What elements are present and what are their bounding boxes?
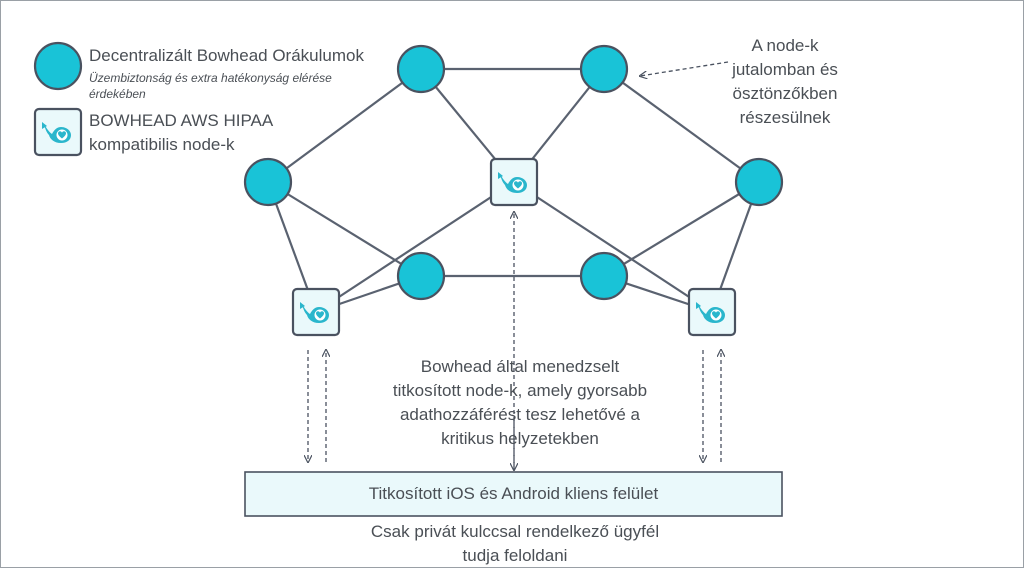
edge bbox=[603, 181, 760, 277]
hipaa-node bbox=[687, 287, 737, 337]
footer-line: tudja feloldani bbox=[462, 546, 568, 565]
oracle-node bbox=[396, 251, 446, 301]
legend-hipaa-line1: BOWHEAD AWS HIPAA bbox=[89, 111, 274, 130]
client-interface-box bbox=[244, 471, 783, 517]
legend-oracle-title: Decentralizált Bowhead Orákulumok bbox=[89, 46, 364, 65]
managed-nodes-annotation: Bowhead által menedzselt titkosított nod… bbox=[360, 355, 680, 451]
legend-hipaa-line2: kompatibilis node-k bbox=[89, 135, 235, 154]
oracle-node bbox=[579, 251, 629, 301]
managed-line: Bowhead által menedzselt bbox=[420, 357, 620, 376]
hipaa-node bbox=[489, 157, 539, 207]
edge bbox=[315, 181, 515, 313]
client-interface-label: Titkosított iOS és Android kliens felüle… bbox=[368, 484, 659, 503]
oracle-node bbox=[396, 44, 446, 94]
edge bbox=[267, 181, 422, 277]
legend-hipaa-text: BOWHEAD AWS HIPAA kompatibilis node-k bbox=[89, 109, 273, 157]
legend-oracle-symbol bbox=[33, 41, 83, 91]
footer-line: Csak privát kulccsal rendelkező ügyfél bbox=[370, 522, 660, 541]
legend-hipaa-symbol bbox=[33, 107, 83, 157]
reward-line: részesülnek bbox=[739, 108, 831, 127]
reward-line: jutalomban és bbox=[732, 60, 838, 79]
edge bbox=[267, 68, 422, 183]
edge bbox=[603, 68, 760, 183]
managed-line: kritikus helyzetekben bbox=[441, 429, 599, 448]
dashed-arrow-left bbox=[640, 61, 729, 76]
hipaa-node bbox=[291, 287, 341, 337]
managed-line: adathozzáférést tesz lehetővé a bbox=[399, 405, 641, 424]
managed-line: titkosított node-k, amely gyorsabb bbox=[392, 381, 648, 400]
legend-oracle-subtitle: Üzembiztonság és extra hatékonyság eléré… bbox=[89, 71, 332, 101]
reward-line: A node-k bbox=[751, 36, 819, 55]
oracle-node bbox=[243, 157, 293, 207]
oracle-node bbox=[579, 44, 629, 94]
oracle-nodes bbox=[243, 44, 784, 301]
reward-line: ösztönzőkben bbox=[732, 84, 838, 103]
footer-note: Csak privát kulccsal rendelkező ügyfél t… bbox=[300, 520, 730, 568]
oracle-node bbox=[734, 157, 784, 207]
edge bbox=[513, 181, 713, 313]
dashed-connectors bbox=[308, 61, 729, 470]
reward-annotation: A node-k jutalomban és ösztönzőkben rész… bbox=[700, 34, 870, 130]
